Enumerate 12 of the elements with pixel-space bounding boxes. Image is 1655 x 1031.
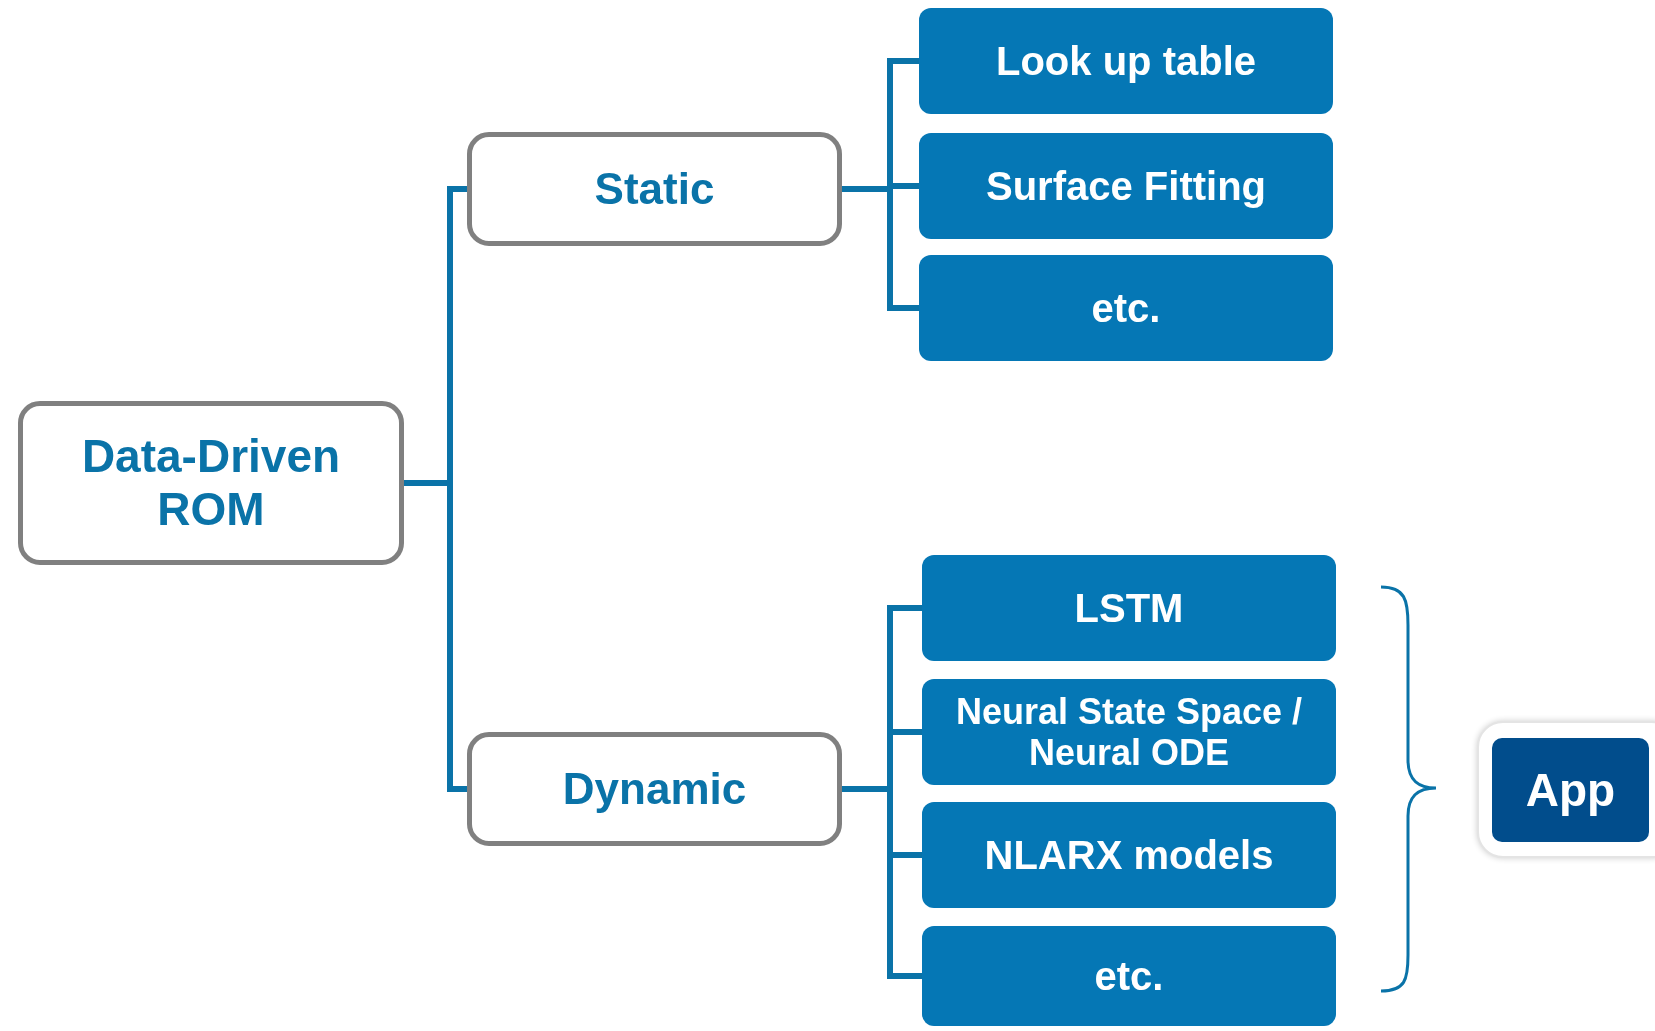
method-box: etc.	[922, 926, 1336, 1026]
method-box: etc.	[919, 255, 1333, 361]
method-box: Look up table	[919, 8, 1333, 114]
connector-line	[842, 186, 919, 311]
category-box: Dynamic	[467, 732, 842, 846]
method-box: Surface Fitting	[919, 133, 1333, 239]
method-box: Neural State Space / Neural ODE	[922, 679, 1336, 785]
method-box: LSTM	[922, 555, 1336, 661]
method-box: NLARX models	[922, 802, 1336, 908]
category-box: Static	[467, 132, 842, 246]
app-box: App	[1492, 738, 1649, 842]
category-box: Data-Driven ROM	[18, 401, 404, 565]
